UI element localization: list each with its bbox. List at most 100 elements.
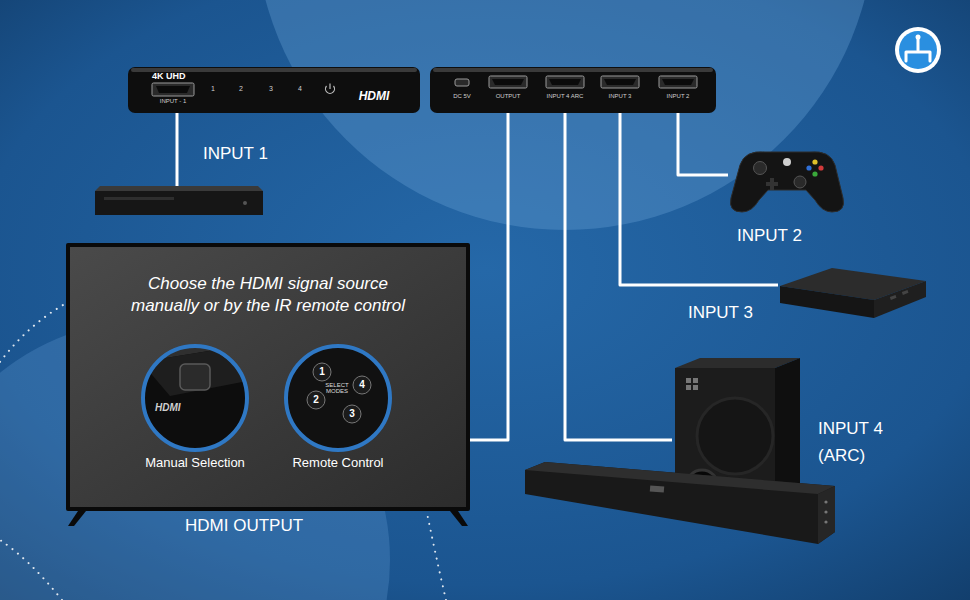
port-label: INPUT - 1: [160, 98, 187, 105]
hdmi-cable: [620, 113, 778, 285]
dvd-player-part: [95, 186, 263, 191]
hdmi-switch-back-part: [492, 79, 524, 85]
television: Choose the HDMI signal source manually o…: [66, 243, 470, 511]
manual-button-photo-part: [141, 350, 252, 454]
brand-logo-part: [916, 35, 921, 40]
soundbar-part: [818, 486, 835, 544]
remote-button-number: 2: [313, 394, 319, 406]
game-controller-part: [754, 162, 767, 175]
subwoofer-part: [697, 398, 773, 474]
streaming-box-part: [890, 295, 897, 300]
game-controller-part: [766, 178, 778, 190]
input-number: 2: [239, 85, 243, 93]
hdmi-switch-front-part: [128, 67, 420, 113]
hdmi-switch-back-part: [549, 79, 581, 85]
output-label: HDMI OUTPUT: [185, 516, 303, 536]
remote-control-inset: 1SELECT MODES423Remote Control: [284, 344, 392, 452]
soundbar-part: [824, 520, 827, 523]
brand-logo-part: [906, 37, 930, 61]
input-label: INPUT 1: [203, 144, 268, 164]
dotted-arc-part: [0, 540, 62, 600]
soundbar-part: [525, 462, 835, 544]
game-controller: [730, 152, 843, 212]
device-logo-text: HDMI: [155, 402, 181, 414]
hdmi-switch-back-part: [433, 68, 713, 72]
dotted-arc-part: [0, 300, 72, 362]
inset-caption: Remote Control: [250, 456, 426, 471]
soundbar-part: [824, 510, 827, 513]
resolution-badge: 4K UHD: [152, 71, 186, 81]
input-number: 1: [211, 85, 215, 93]
game-controller-part: [783, 158, 791, 166]
subwoofer-part: [686, 378, 691, 383]
subwoofer-part: [686, 385, 691, 390]
port-label: INPUT 4 ARC: [547, 93, 584, 100]
dvd-player: INPUT 1: [95, 186, 263, 215]
brand-logo-part: [899, 31, 937, 69]
game-controller-part: [794, 176, 806, 188]
remote-control-photo-part: [353, 376, 371, 394]
remote-button-number: 1: [319, 366, 325, 378]
remote-control-photo-part: [343, 405, 361, 423]
hdmi-switch-back-part: [489, 76, 527, 88]
input-number: 3: [269, 85, 273, 93]
television-part: [70, 247, 466, 507]
remote-control-photo-part: [313, 363, 331, 381]
hdmi-switch-back-part: [604, 79, 636, 85]
streaming-box: INPUT 3: [778, 266, 928, 320]
screen-caption: Choose the HDMI signal source manually o…: [120, 273, 416, 317]
brand-logo-text: HDMI: [359, 90, 390, 104]
remote-button-number: 3: [349, 408, 355, 420]
port-label: OUTPUT: [496, 93, 521, 100]
hdmi-cable: [470, 113, 508, 440]
game-controller-part: [806, 165, 811, 170]
hdmi-switch-back-part: [662, 79, 694, 85]
hdmi-switch-back: [430, 67, 716, 113]
hdmi-switch-front-part: [156, 86, 190, 93]
dvd-player-part: [104, 197, 174, 200]
television-part: [68, 511, 86, 526]
inset-caption: Manual Selection: [107, 456, 283, 471]
remote-control-photo-part: [307, 391, 325, 409]
game-controller-part: [730, 152, 843, 212]
input-label: INPUT 2: [737, 226, 802, 246]
hdmi-switch-back-part: [455, 79, 469, 86]
subwoofer-part: [693, 385, 698, 390]
hdmi-switch-back-part: [601, 76, 639, 88]
hdmi-switch-back: DC 5VOUTPUTINPUT 4 ARCINPUT 3INPUT 2: [430, 67, 716, 113]
hdmi-cable: [678, 113, 728, 175]
remote-button-caption: SELECT MODES: [324, 382, 350, 395]
brand-logo: [895, 27, 941, 73]
manual-button-photo-part: [141, 350, 252, 396]
subwoofer-part: [693, 378, 698, 383]
dvd-player-part: [95, 191, 263, 215]
hdmi-switch-front: 4K UHD INPUT - 1 1 2 3 4HDMI: [128, 67, 420, 113]
dvd-player-part: [243, 201, 247, 205]
soundbar: [525, 462, 835, 544]
hdmi-switch-front-part: [152, 83, 194, 96]
input-number: 4: [298, 85, 302, 93]
game-controller-part: [818, 165, 823, 170]
soundbar-part: [525, 462, 835, 494]
port-label: INPUT 3: [609, 93, 632, 100]
manual-selection-inset: HDMIManual Selection: [141, 344, 249, 452]
streaming-box: [780, 268, 926, 318]
hdmi-switch-front-part: [329, 84, 330, 90]
television-part: [450, 511, 468, 526]
subwoofer: INPUT 4 (ARC): [672, 356, 802, 512]
hdmi-cable: [176, 113, 179, 186]
input-label: INPUT 4 (ARC): [818, 415, 894, 469]
television-part: [66, 243, 470, 511]
game-controller-part: [812, 171, 817, 176]
hdmi-switch-back-part: [430, 67, 716, 113]
streaming-box-part: [874, 281, 926, 318]
port-label: DC 5V: [453, 93, 471, 100]
streaming-box-part: [780, 286, 874, 318]
remote-control-photo-part: [282, 344, 394, 454]
hdmi-switch-back-part: [659, 76, 697, 88]
remote-control-photo: [282, 344, 394, 454]
